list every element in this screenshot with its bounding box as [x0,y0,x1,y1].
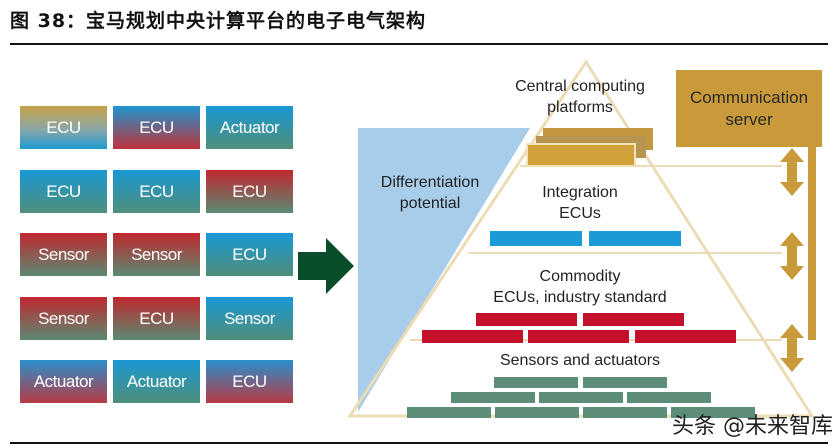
sensor-brick [671,407,755,418]
tile-sensor: Sensor [20,233,107,276]
sensor-brick [494,377,578,388]
figure-title: 图 38：宝马规划中央计算平台的电子电气架构 [10,10,427,32]
tile-ecu: ECU [206,170,293,213]
double-arrow-icon [780,232,804,280]
tile-ecu: ECU [20,106,107,149]
level-label: Integration [542,184,618,201]
tile-actuator: Actuator [206,106,293,149]
communication-server-box: Communication server [676,70,822,147]
tile-actuator: Actuator [20,360,107,403]
level-label: ECUs, industry standard [493,289,667,306]
comm-label-line1: Communication [689,87,809,107]
commodity-ecu-brick [528,330,629,343]
level-integration-ecus: Integration ECUs [500,182,660,224]
level-commodity-ecus: Commodity ECUs, industry standard [460,266,700,308]
sensor-brick [583,407,667,418]
sensor-brick [539,392,623,403]
commodity-ecu-brick [583,313,684,326]
sensor-brick [627,392,711,403]
commodity-ecu-brick [635,330,736,343]
tile-sensor: Sensor [20,297,107,340]
differentiation-line1: Differentiation [380,174,480,191]
tile-ecu: ECU [113,170,200,213]
differentiation-label: Differentiation potential [360,172,500,214]
watermark: 头条 @未来智库 [672,414,833,439]
tile-ecu: ECU [20,170,107,213]
commodity-ecu-brick [476,313,577,326]
double-arrow-icon [780,324,804,372]
level-label: ECUs [559,205,601,222]
level-label: platforms [547,99,613,116]
double-arrow-icon [780,148,804,196]
tile-actuator: Actuator [113,360,200,403]
commodity-ecu-brick [422,330,523,343]
sensor-brick [583,377,667,388]
tile-sensor: Sensor [113,233,200,276]
top-divider [10,43,828,45]
sensor-brick [407,407,491,418]
comm-label-line2: server [725,109,773,129]
tile-sensor: Sensor [206,297,293,340]
level-label: Commodity [539,268,621,285]
tile-ecu: ECU [206,360,293,403]
integration-ecu-brick [589,231,681,246]
tile-ecu: ECU [113,297,200,340]
differentiation-line2: potential [399,195,461,212]
sensor-brick [495,407,579,418]
sensor-brick [451,392,535,403]
level-central-computing: Central computing platforms [490,76,670,118]
integration-ecu-brick [490,231,582,246]
right-arrow-icon [298,238,354,294]
tile-ecu: ECU [113,106,200,149]
level-sensors-actuators: Sensors and actuators [499,352,661,369]
level-label: Central computing [515,78,645,95]
tile-ecu: ECU [206,233,293,276]
bottom-divider [10,442,828,444]
